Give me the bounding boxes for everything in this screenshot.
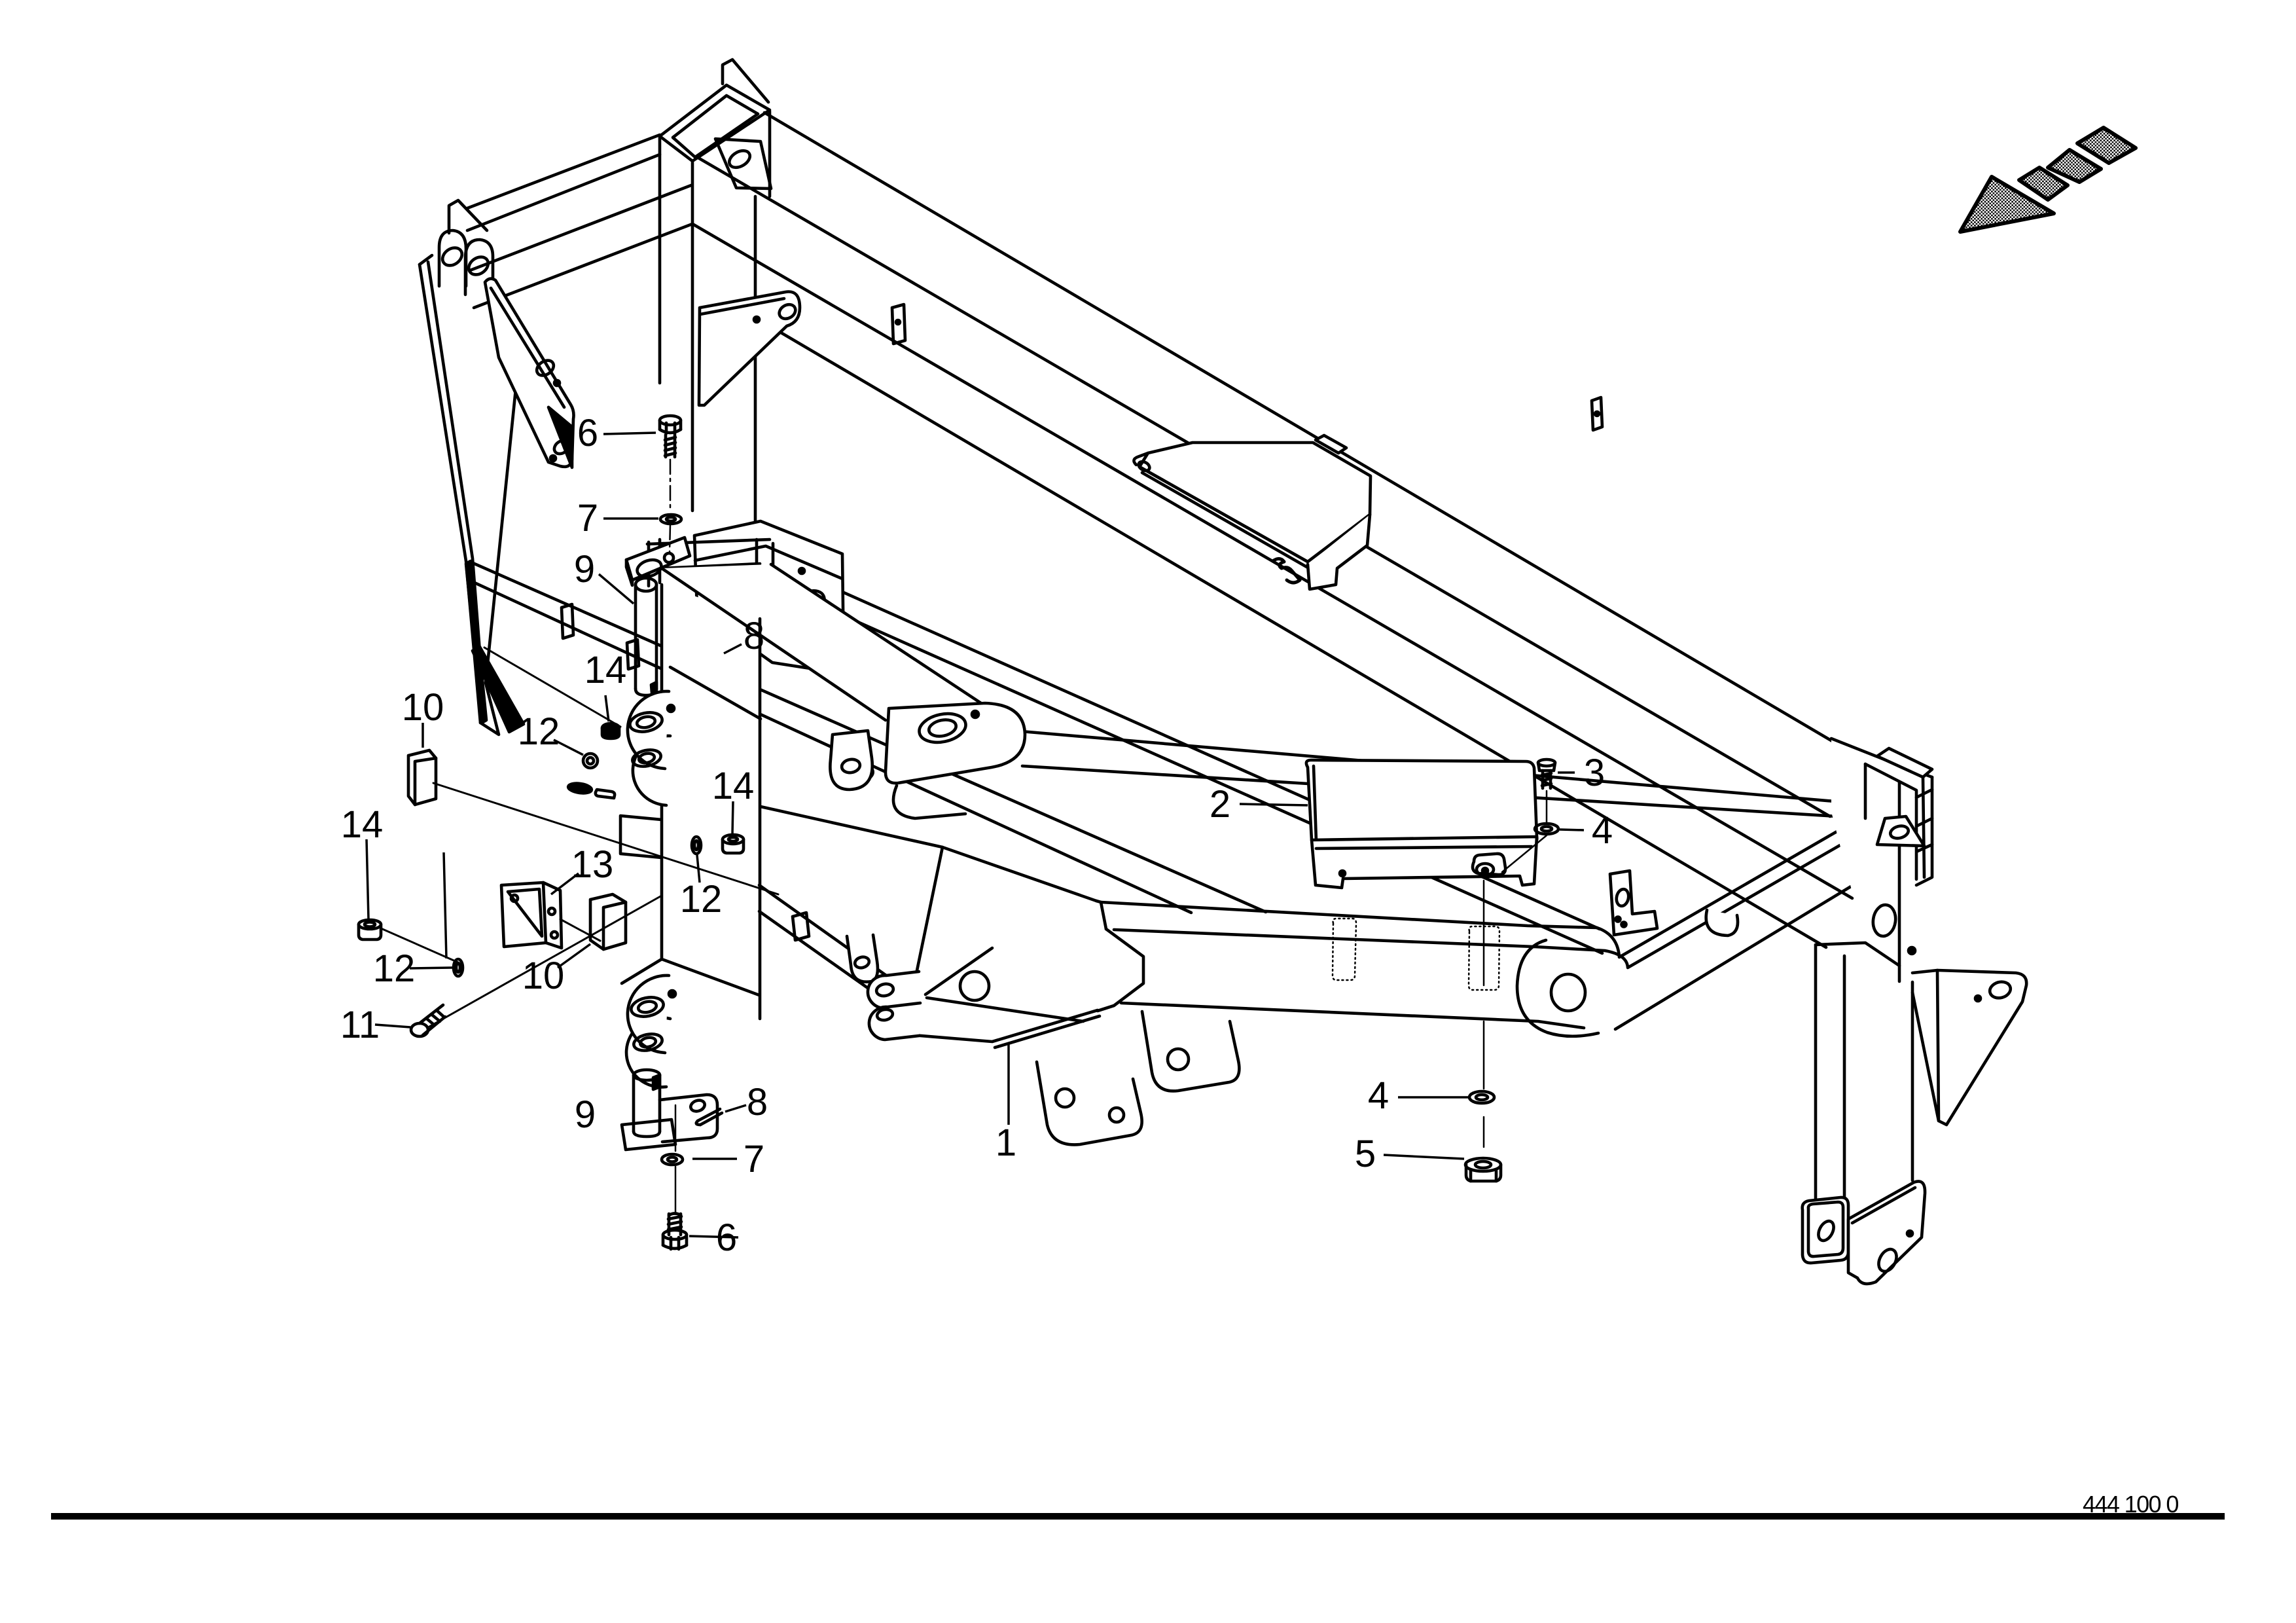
svg-text:14: 14	[341, 803, 384, 846]
svg-text:10: 10	[402, 686, 444, 729]
svg-text:13: 13	[571, 843, 614, 886]
svg-text:7: 7	[744, 1138, 764, 1180]
svg-text:6: 6	[716, 1216, 737, 1259]
svg-text:9: 9	[574, 548, 595, 591]
svg-text:7: 7	[577, 497, 598, 539]
svg-text:3: 3	[1584, 752, 1605, 794]
svg-text:12: 12	[680, 878, 723, 921]
svg-text:444 100 0: 444 100 0	[2083, 1491, 2178, 1518]
svg-text:12: 12	[373, 947, 416, 990]
svg-text:8: 8	[747, 1081, 768, 1123]
svg-text:2: 2	[1210, 783, 1230, 826]
svg-text:4: 4	[1592, 809, 1613, 852]
svg-text:4: 4	[1368, 1074, 1389, 1117]
svg-text:9: 9	[575, 1093, 596, 1136]
svg-text:14: 14	[584, 649, 627, 691]
svg-text:8: 8	[744, 615, 764, 657]
svg-text:10: 10	[522, 955, 565, 997]
svg-text:11: 11	[340, 1004, 380, 1046]
svg-text:14: 14	[712, 765, 755, 807]
svg-text:1: 1	[996, 1122, 1016, 1164]
svg-text:6: 6	[577, 412, 598, 454]
svg-text:12: 12	[518, 710, 560, 753]
svg-text:5: 5	[1355, 1133, 1376, 1175]
